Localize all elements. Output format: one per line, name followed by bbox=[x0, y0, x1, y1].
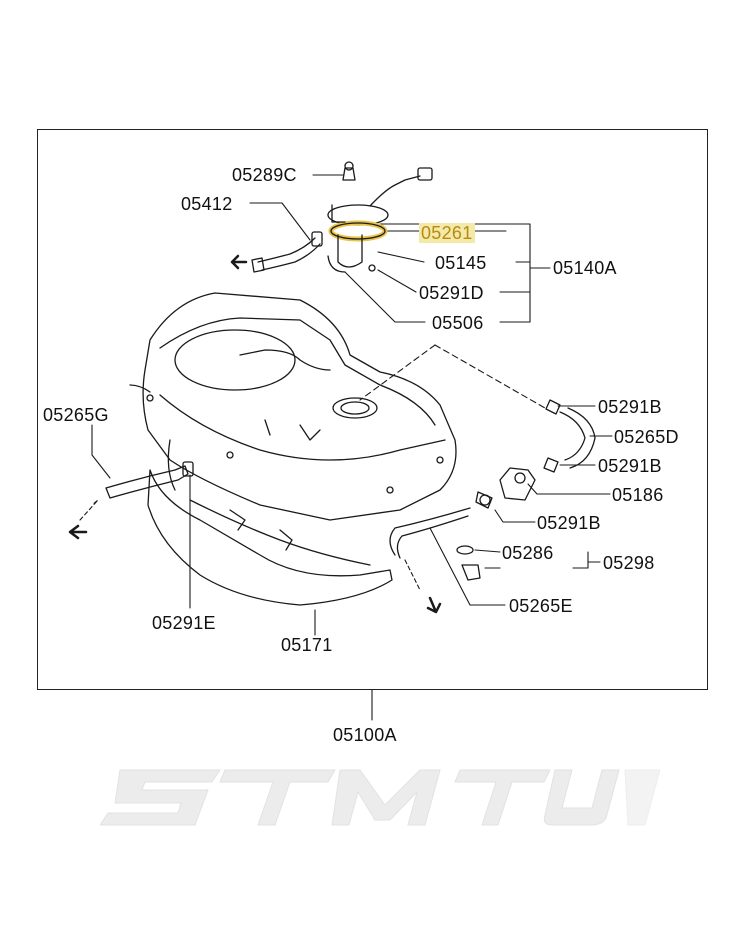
label-05145: 05145 bbox=[435, 253, 487, 273]
label-05291B-top: 05291B bbox=[598, 397, 662, 417]
label-05261-highlighted: 05261 bbox=[419, 223, 475, 243]
right-side-components bbox=[389, 399, 596, 614]
label-05265G: 05265G bbox=[43, 405, 109, 425]
label-05506: 05506 bbox=[432, 313, 484, 333]
label-05291E: 05291E bbox=[152, 613, 216, 633]
fuel-tank-body bbox=[129, 292, 457, 521]
hose-05412 bbox=[230, 231, 323, 273]
label-05265D: 05265D bbox=[614, 427, 679, 447]
label-05291B-middle: 05291B bbox=[598, 456, 662, 476]
fuel-pump-assembly bbox=[327, 161, 433, 273]
label-05100A: 05100A bbox=[333, 725, 397, 745]
label-05286: 05286 bbox=[502, 543, 554, 563]
label-05265E: 05265E bbox=[509, 596, 573, 616]
stm-tuned-watermark bbox=[100, 769, 660, 826]
label-05412: 05412 bbox=[181, 194, 233, 214]
label-05140A: 05140A bbox=[553, 258, 617, 278]
hose-05265G bbox=[68, 461, 194, 540]
diagram-frame bbox=[37, 129, 708, 690]
label-05298: 05298 bbox=[603, 553, 655, 573]
label-05291B-bottom: 05291B bbox=[537, 513, 601, 533]
label-05171: 05171 bbox=[281, 635, 333, 655]
label-05291D: 05291D bbox=[419, 283, 484, 303]
leader-lines bbox=[79, 174, 613, 721]
heat-protector-05171 bbox=[147, 469, 393, 606]
label-05186: 05186 bbox=[612, 485, 664, 505]
label-05289C: 05289C bbox=[232, 165, 297, 185]
